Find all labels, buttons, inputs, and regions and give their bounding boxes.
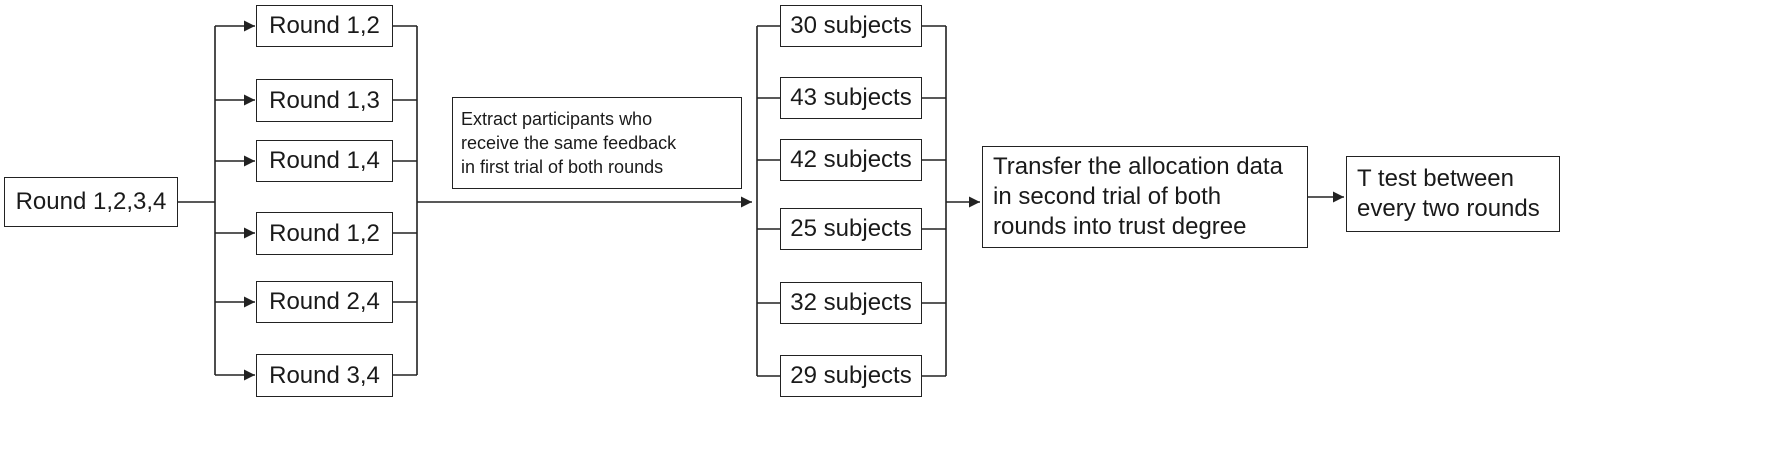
subjects-label: 42 subjects [790,146,912,173]
pair-box-6: Round 3,4 [256,354,393,397]
pair-label: Round 1,3 [269,86,380,114]
transfer-line: Transfer the allocation data [993,153,1283,180]
pair-box-5: Round 2,4 [256,281,393,323]
extract-line: in first trial of both rounds [461,157,664,177]
pair-label: Round 1,4 [269,147,380,174]
subjects-box-4: 25 subjects [780,208,922,250]
subjects-label: 30 subjects [790,12,912,39]
subjects-label: 29 subjects [790,362,912,389]
subjects-box-6: 29 subjects [780,355,922,397]
pair-box-2: Round 1,3 [256,79,393,122]
pair-label: Round 3,4 [269,361,380,389]
pair-label: Round 1,2 [269,12,380,39]
subjects-box-3: 42 subjects [780,139,922,181]
subjects-label: 25 subjects [790,215,912,242]
pair-box-3: Round 1,4 [256,140,393,182]
pair-box-1: Round 1,2 [256,5,393,47]
source-box: Round 1,2,3,4 [4,177,178,227]
transfer-box: Transfer the allocation data in second t… [982,146,1308,248]
source-label: Round 1,2,3,4 [15,188,167,215]
ttest-line: every two rounds [1357,195,1540,222]
extract-line: receive the same feedback [461,133,677,153]
extract-box: Extract participants who receive the sam… [452,97,742,189]
pair-label: Round 2,4 [269,288,380,315]
transfer-line: in second trial of both [993,183,1222,210]
subjects-label: 43 subjects [790,84,912,111]
subjects-box-5: 32 subjects [780,282,922,324]
pair-label: Round 1,2 [269,219,380,247]
ttest-box: T test between every two rounds [1346,156,1560,232]
ttest-line: T test between [1357,165,1514,192]
subjects-box-1: 30 subjects [780,5,922,47]
subjects-label: 32 subjects [790,289,912,316]
pair-box-4: Round 1,2 [256,212,393,255]
transfer-line: rounds into trust degree [993,213,1247,240]
extract-line: Extract participants who [461,109,653,129]
subjects-box-2: 43 subjects [780,77,922,119]
